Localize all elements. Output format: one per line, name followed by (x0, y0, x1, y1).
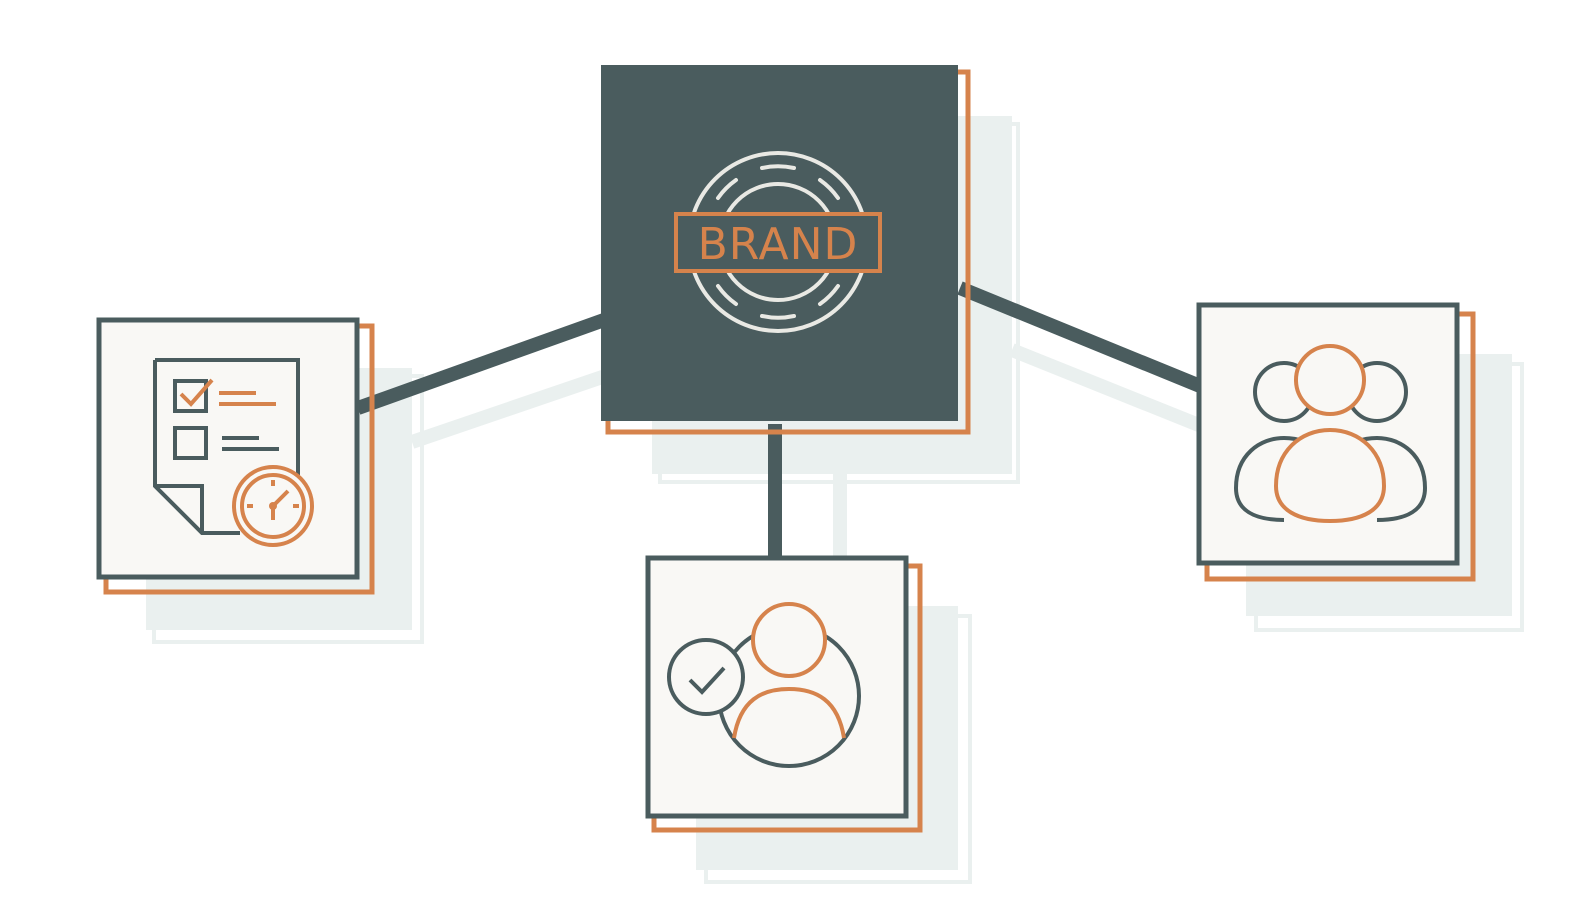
connector-left (355, 313, 607, 415)
user-group-icon (1233, 344, 1428, 524)
connector-right (957, 281, 1203, 393)
checklist-clock-icon (153, 358, 314, 547)
brand-stamp-text: BRAND (698, 219, 859, 270)
connector-lines (355, 281, 1203, 558)
center-brand-node: BRAND (601, 65, 971, 435)
brand-banner (674, 212, 882, 273)
verified-user-icon (667, 602, 861, 768)
bottom-card-verified-user (645, 555, 923, 833)
left-card-checklist (96, 317, 375, 595)
right-card-user-group (1196, 302, 1476, 582)
